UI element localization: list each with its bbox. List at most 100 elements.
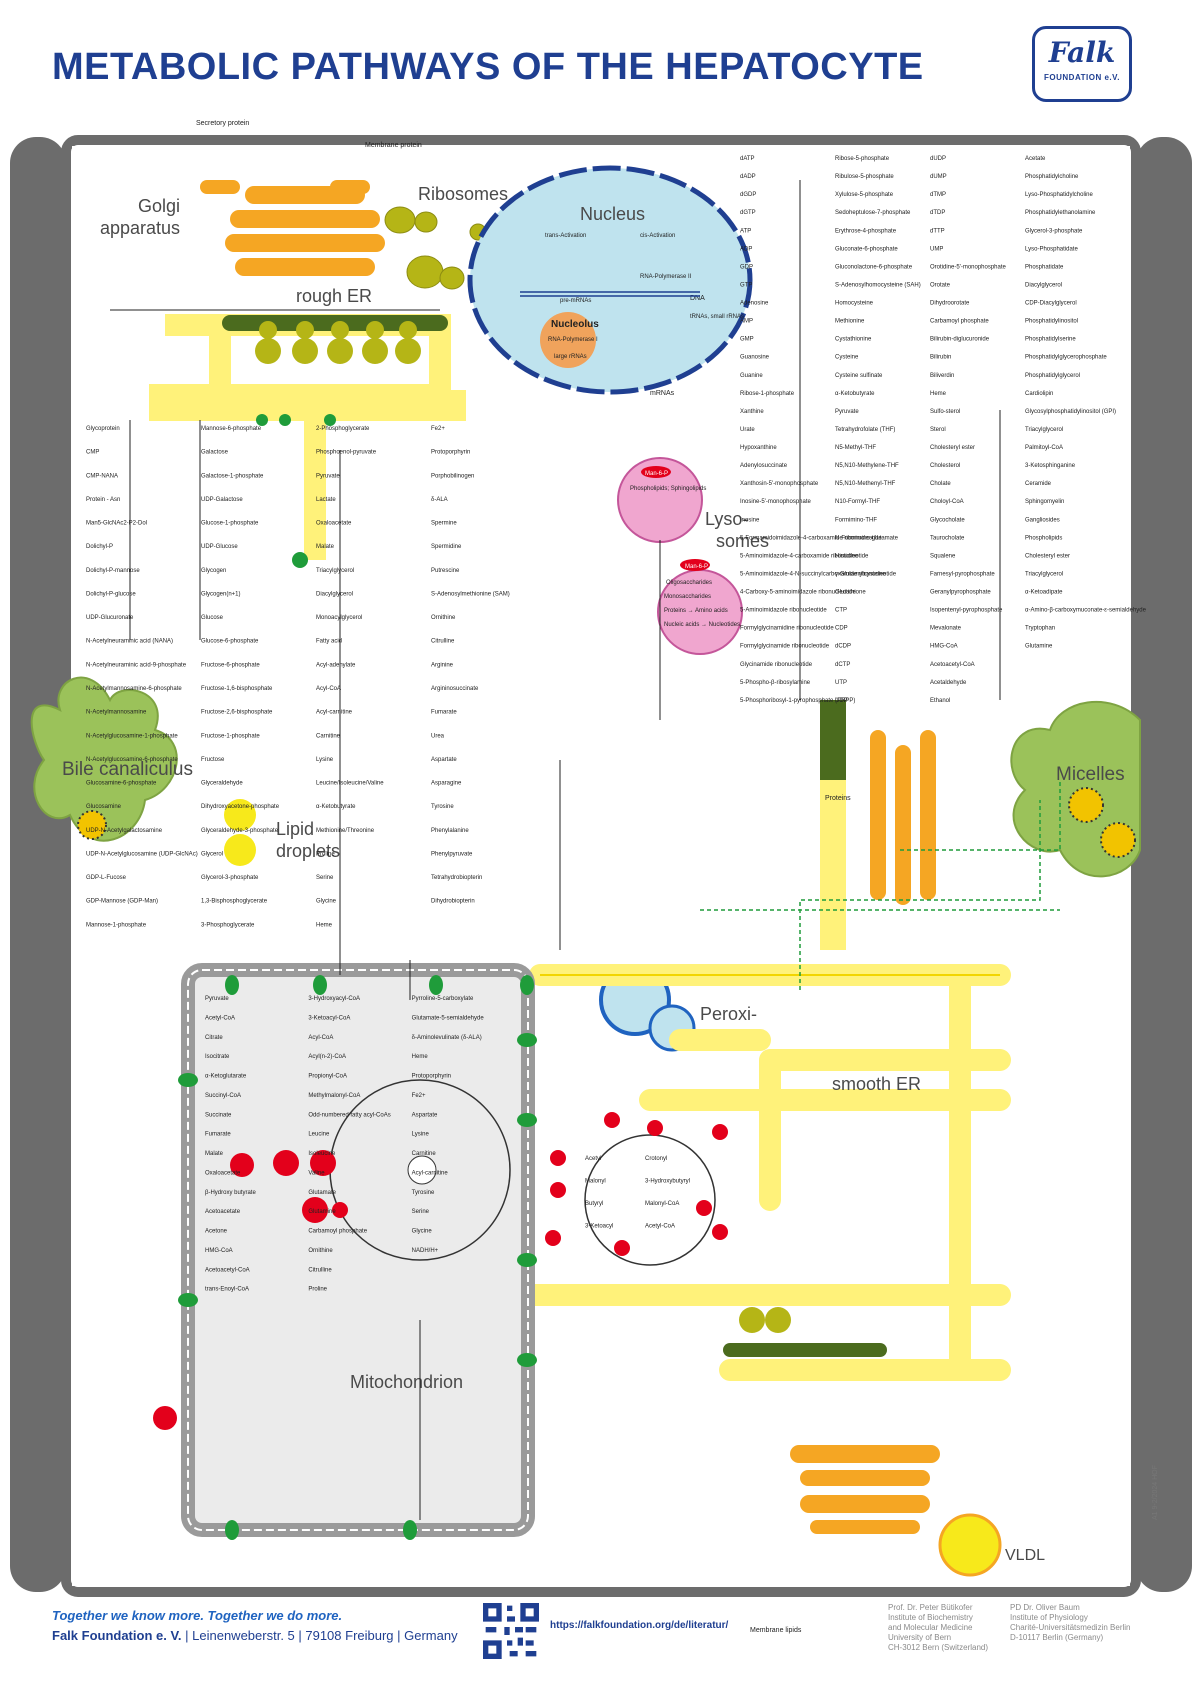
metabolite-label: Cholesteryl ester: [930, 445, 975, 451]
metabolite-label: Inosine: [740, 517, 760, 523]
metabolite-label: Glyceraldehyde: [201, 781, 243, 787]
credit-1: Prof. Dr. Peter Bütikofer Institute of B…: [888, 1603, 989, 1652]
micelle: [1100, 822, 1136, 858]
metabolite-label: 3-Ketosphinganine: [1025, 463, 1076, 469]
metabolite-label: Ornithine: [308, 1248, 333, 1254]
metabolite-label: Fumarate: [431, 710, 457, 716]
footer-url-link[interactable]: https://falkfoundation.org/de/literatur/: [550, 1620, 729, 1631]
metabolite-label: Glutamate: [308, 1190, 336, 1196]
metabolite-label: Proline: [308, 1287, 327, 1293]
metabolite-label: Leucine: [308, 1132, 330, 1138]
metabolite-label: Argininosuccinate: [431, 686, 479, 692]
metabolite-label: UDP-N-Acetylgalactosamine: [86, 828, 163, 834]
golgi-apparatus: [200, 180, 385, 276]
metabolite-label: Formylglycinamidine ribonucleotide: [740, 626, 834, 632]
mito-inner-membrane: [187, 969, 529, 1531]
footer-org: Falk Foundation e. V.: [52, 1628, 182, 1643]
metabolite-label: Sulfo-sterol: [930, 409, 960, 415]
metabolite-label: NADH/H+: [412, 1248, 439, 1254]
metabolite-label: Succinyl-CoA: [205, 1093, 241, 1099]
golgi-secretory: [870, 730, 936, 905]
metabolite-label: Squalene: [930, 553, 956, 559]
metabolite-label: Pyruvate: [835, 409, 859, 415]
metabolite-label: Ethanol: [930, 698, 950, 704]
man6p-label: Man-6-P: [685, 564, 708, 570]
metabolite-label: Putrescine: [431, 568, 460, 574]
metabolite-label: Glyceraldehyde-3-phosphate: [201, 828, 279, 834]
mrnas-label: mRNAs: [650, 390, 675, 397]
metabolite-label: Heme: [316, 922, 333, 928]
metabolite-label: Acetoacetate: [205, 1209, 241, 1215]
metabolite-label: Ribose-1-phosphate: [740, 391, 795, 397]
metabolite-label: GMP: [740, 337, 754, 343]
metabolite-label: Pyruvate: [316, 473, 340, 479]
fas-enzymes: [545, 1112, 728, 1256]
vldl-particle: [938, 1513, 1002, 1577]
metabolite-label: CMP-NANA: [86, 473, 118, 479]
metabolite-label: Methionine: [835, 319, 865, 325]
metabolite-label: Orotidine-5'-monophosphate: [930, 264, 1007, 270]
metabolite-label: Palmitoyl-CoA: [1025, 445, 1063, 451]
metabolite-label: Phospholipids: [1025, 535, 1062, 541]
metabolite-label: Acetyl-CoA: [645, 1224, 675, 1230]
metabolite-label: ADP: [740, 246, 752, 252]
ribosomes: [384, 206, 487, 290]
metabolite-label: 5-Phospho-β-ribosylamine: [740, 680, 811, 686]
metabolite-label: N-Acetylneuraminic acid (NANA): [86, 639, 173, 645]
falk-logo: Falk FOUNDATION e.V.: [1032, 26, 1132, 102]
metabolite-label: Xanthine: [740, 409, 764, 415]
doc-code: A1 9-2/2024 HOF: [1152, 1465, 1159, 1520]
ribosomes-label: Ribosomes: [418, 184, 508, 204]
metabolite-label: Acyl(n-2)-CoA: [308, 1054, 346, 1060]
metabolite-label: Carbamoyl phosphate: [308, 1229, 367, 1235]
proteins-label: Proteins: [825, 795, 851, 802]
golgi-vldl: [790, 1445, 940, 1534]
metabolite-label: 3-Ketoacyl-CoA: [308, 1015, 350, 1021]
vldl-label: VLDL: [1005, 1547, 1045, 1564]
metabolite-label: UMP: [930, 246, 943, 252]
trans-activation-label: trans-Activation: [545, 233, 586, 239]
metabolite-label: dTDP: [930, 210, 945, 216]
metabolite-label: N-Formimino-glutamate: [835, 535, 899, 541]
fatty-acid-synthesis-cycle: [584, 1134, 716, 1266]
metabolite-label: Mevalonate: [930, 626, 962, 632]
metabolite-label: Malate: [316, 544, 335, 550]
metabolite-label: N5,N10-Methylene-THF: [835, 463, 899, 469]
mitochondrion-label: Mitochondrion: [350, 1372, 463, 1392]
metabolite-label: Spermine: [431, 521, 457, 527]
logo-sub: FOUNDATION e.V.: [1044, 73, 1120, 82]
metabolite-label: Acyl-CoA: [316, 686, 341, 692]
metabolite-label: α-Ketoglutarate: [205, 1074, 247, 1080]
er-channel-dark: [820, 700, 846, 780]
metabolite-label: Oxaloacetate: [316, 521, 352, 527]
metabolite-label: Glycogen: [201, 568, 226, 574]
metabolite-label: Acyl-carnitine: [316, 710, 353, 716]
metabolite-label: Triacylglycerol: [1025, 571, 1063, 577]
metabolite-label: Galactose: [201, 450, 229, 456]
metabolite-label: UTP: [835, 680, 847, 686]
metabolite-label: Isocitrate: [205, 1054, 230, 1060]
metabolite-label: CMP: [86, 450, 99, 456]
metabolite-label: Phosphatidylserine: [1025, 337, 1076, 343]
metabolite-label: Dolichyl-P-mannose: [86, 568, 140, 574]
metabolite-label: Glycerol-3-phosphate: [201, 875, 259, 881]
fas-metabolites: AcetylMalonylButyryl3-KetoacylCrotonyl3-…: [585, 1156, 690, 1230]
metabolite-label: Erythrose-4-phosphate: [835, 228, 897, 234]
metabolite-label: HMG-CoA: [205, 1248, 233, 1254]
metabolite-label: Xanthosin-5'-monophosphate: [740, 481, 819, 487]
metabolite-label: Choloyl-CoA: [930, 499, 964, 505]
metabolite-label: Farnesyl-pyrophosphate: [930, 571, 995, 577]
metabolite-label: dTMP: [930, 192, 946, 198]
metabolite-label: N10-Formyl-THF: [835, 499, 880, 505]
metabolite-label: UDP-Galactose: [201, 497, 243, 503]
metabolite-label: Carnitine: [412, 1151, 437, 1157]
man6p-marker: [680, 559, 710, 571]
metabolite-label: dADP: [740, 174, 756, 180]
metabolite-label: Lyso-Phosphatidylcholine: [1025, 192, 1093, 198]
metabolite-label: Pyruvate: [205, 996, 229, 1002]
nucleus-label: Nucleus: [580, 204, 645, 224]
metabolite-label: Inosine-5'-monophosphate: [740, 499, 812, 505]
metabolite-label: Valine: [308, 1170, 325, 1176]
qr-code-icon[interactable]: [483, 1603, 539, 1659]
metabolite-label: 3-Hydroxybutyryl: [645, 1179, 690, 1185]
